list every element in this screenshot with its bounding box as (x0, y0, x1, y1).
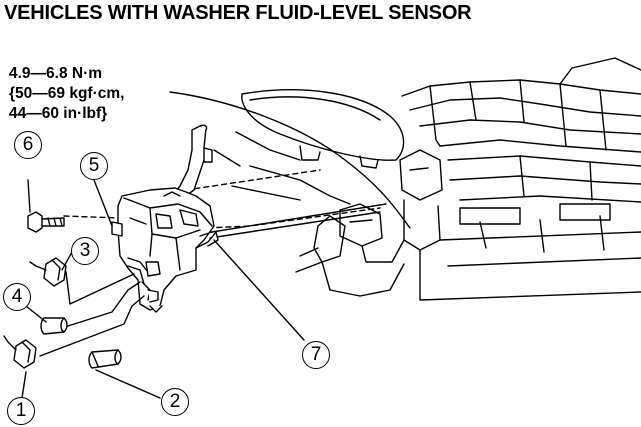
connector-1-shape (3, 335, 37, 369)
mounting-guide-lines (63, 169, 387, 239)
vehicle-front-structure (169, 57, 641, 301)
callout-2: 2 (161, 388, 189, 416)
bolt-6-shape (27, 211, 65, 233)
callout-5: 5 (80, 152, 108, 180)
torque-specification: 4.9—6.8 N·m {50—69 kgf·cm, 44—60 in·lbf} (9, 64, 124, 124)
hose-2-shape (88, 349, 122, 369)
callout-4: 4 (3, 283, 31, 311)
callout-6: 6 (14, 131, 42, 159)
torque-inlbf: 44—60 in·lbf} (9, 105, 108, 122)
diagram-title: VEHICLES WITH WASHER FLUID-LEVEL SENSOR (4, 2, 472, 24)
callout-3: 3 (71, 237, 99, 265)
callout-7: 7 (302, 341, 330, 369)
hose-4-shape (40, 317, 68, 335)
connector-3-shape (29, 257, 67, 287)
washer-tank (111, 124, 219, 313)
torque-kgfcm: {50—69 kgf·cm, (9, 85, 125, 102)
callout-leaders (21, 179, 305, 399)
callout-1: 1 (7, 397, 35, 425)
torque-nm: 4.9—6.8 N·m (9, 65, 103, 82)
